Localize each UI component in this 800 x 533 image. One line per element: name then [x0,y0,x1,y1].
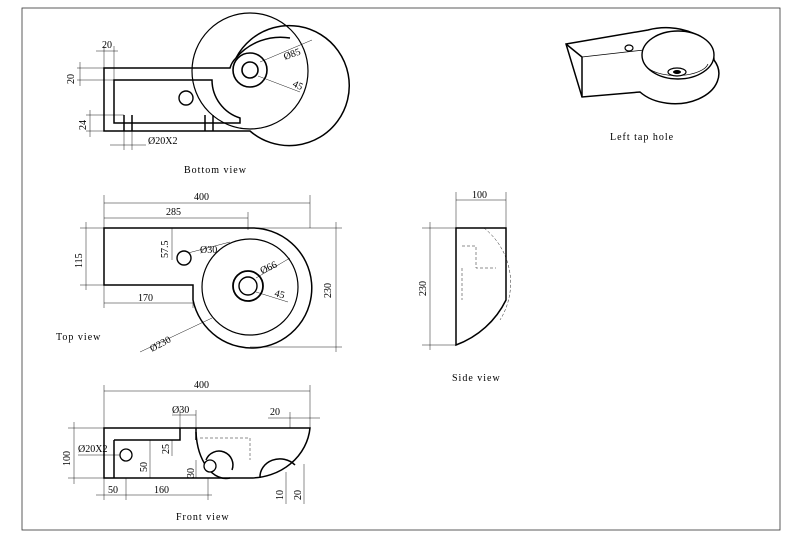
bottom-view-outline [103,24,350,147]
front-view-outline [103,427,311,479]
caption-top-view: Top view [56,332,101,343]
top-dim-45: 45 [273,288,286,301]
side-view-hidden-detail [462,245,496,269]
front-dim-50-v: 50 [139,462,150,472]
iso-tap-hole [624,44,634,52]
top-dim-r230: Ø230 [148,334,173,354]
iso-bowl-rim [641,30,715,80]
top-view-tap-hole [176,250,192,266]
front-dim-20-bottom: 20 [293,490,304,500]
bottom-view-inner-box [113,79,241,124]
top-dim-170: 170 [138,293,153,304]
front-dim-25: 25 [161,444,172,454]
bottom-dim-20-top: 20 [102,40,112,51]
caption-bottom-view: Bottom view [184,165,247,176]
front-dim-30: Ø30 [172,405,189,416]
front-dim-100: 100 [62,451,73,466]
front-view-hole [119,448,133,462]
bottom-dim-20-left: 20 [66,74,77,84]
bottom-view: 20 20 24 Ø20X2 Ø85 45 Bottom view [66,12,350,176]
iso-drain-core [673,70,681,74]
side-view-outline [455,227,507,347]
front-view-drain-hole [203,459,217,473]
front-dim-50-h: 50 [108,485,118,496]
top-view-bowl [201,238,299,336]
front-dim-400: 400 [194,380,209,391]
side-dim-100: 100 [472,190,487,201]
caption-left-tap-hole: Left tap hole [610,132,674,143]
top-dim-230: 230 [323,283,334,298]
bottom-dim-45: 45 [291,79,305,93]
caption-side-view: Side view [452,373,501,384]
front-dim-holes: Ø20X2 [78,444,107,455]
front-view-bowl-right [259,458,296,479]
top-dim-285: 285 [166,207,181,218]
caption-front-view: Front view [176,512,230,523]
front-dim-30-v: 30 [186,468,197,478]
front-view-drain-curve [205,450,234,471]
bottom-dim-85: Ø85 [282,47,302,63]
side-view-hidden-bowl [483,227,511,321]
top-dim-30: Ø30 [200,245,217,256]
front-dim-20-top: 20 [270,407,280,418]
front-view-inner-top [114,428,181,441]
top-view: 400 285 115 57.5 Ø30 Ø66 45 170 230 Ø230… [56,192,342,355]
bottom-dim-holes: Ø20X2 [148,136,177,147]
bottom-view-drain-inner [241,61,259,79]
left-tap-hole-view: Left tap hole [565,26,720,143]
bottom-dim-24: 24 [78,120,89,130]
top-dim-115: 115 [74,253,85,268]
front-view-hidden [200,437,251,460]
top-view-drain-inner [238,276,258,296]
top-dim-57-5: 57.5 [160,241,171,259]
bottom-view-bowl-arc [235,36,291,59]
bottom-view-hole [178,90,194,106]
side-view: 100 230 Side view [418,190,511,384]
front-view: 400 Ø30 20 100 Ø20X2 50 25 30 50 160 10 … [62,380,320,523]
top-dim-66: Ø66 [259,259,279,276]
top-view-outline [103,227,313,349]
iso-edge-top [581,49,645,58]
bottom-view-bowl-circle [191,12,309,130]
drawing-frame [21,7,781,531]
front-dim-10: 10 [275,490,286,500]
side-dim-230: 230 [418,281,429,296]
front-dim-160: 160 [154,485,169,496]
top-dim-400: 400 [194,192,209,203]
